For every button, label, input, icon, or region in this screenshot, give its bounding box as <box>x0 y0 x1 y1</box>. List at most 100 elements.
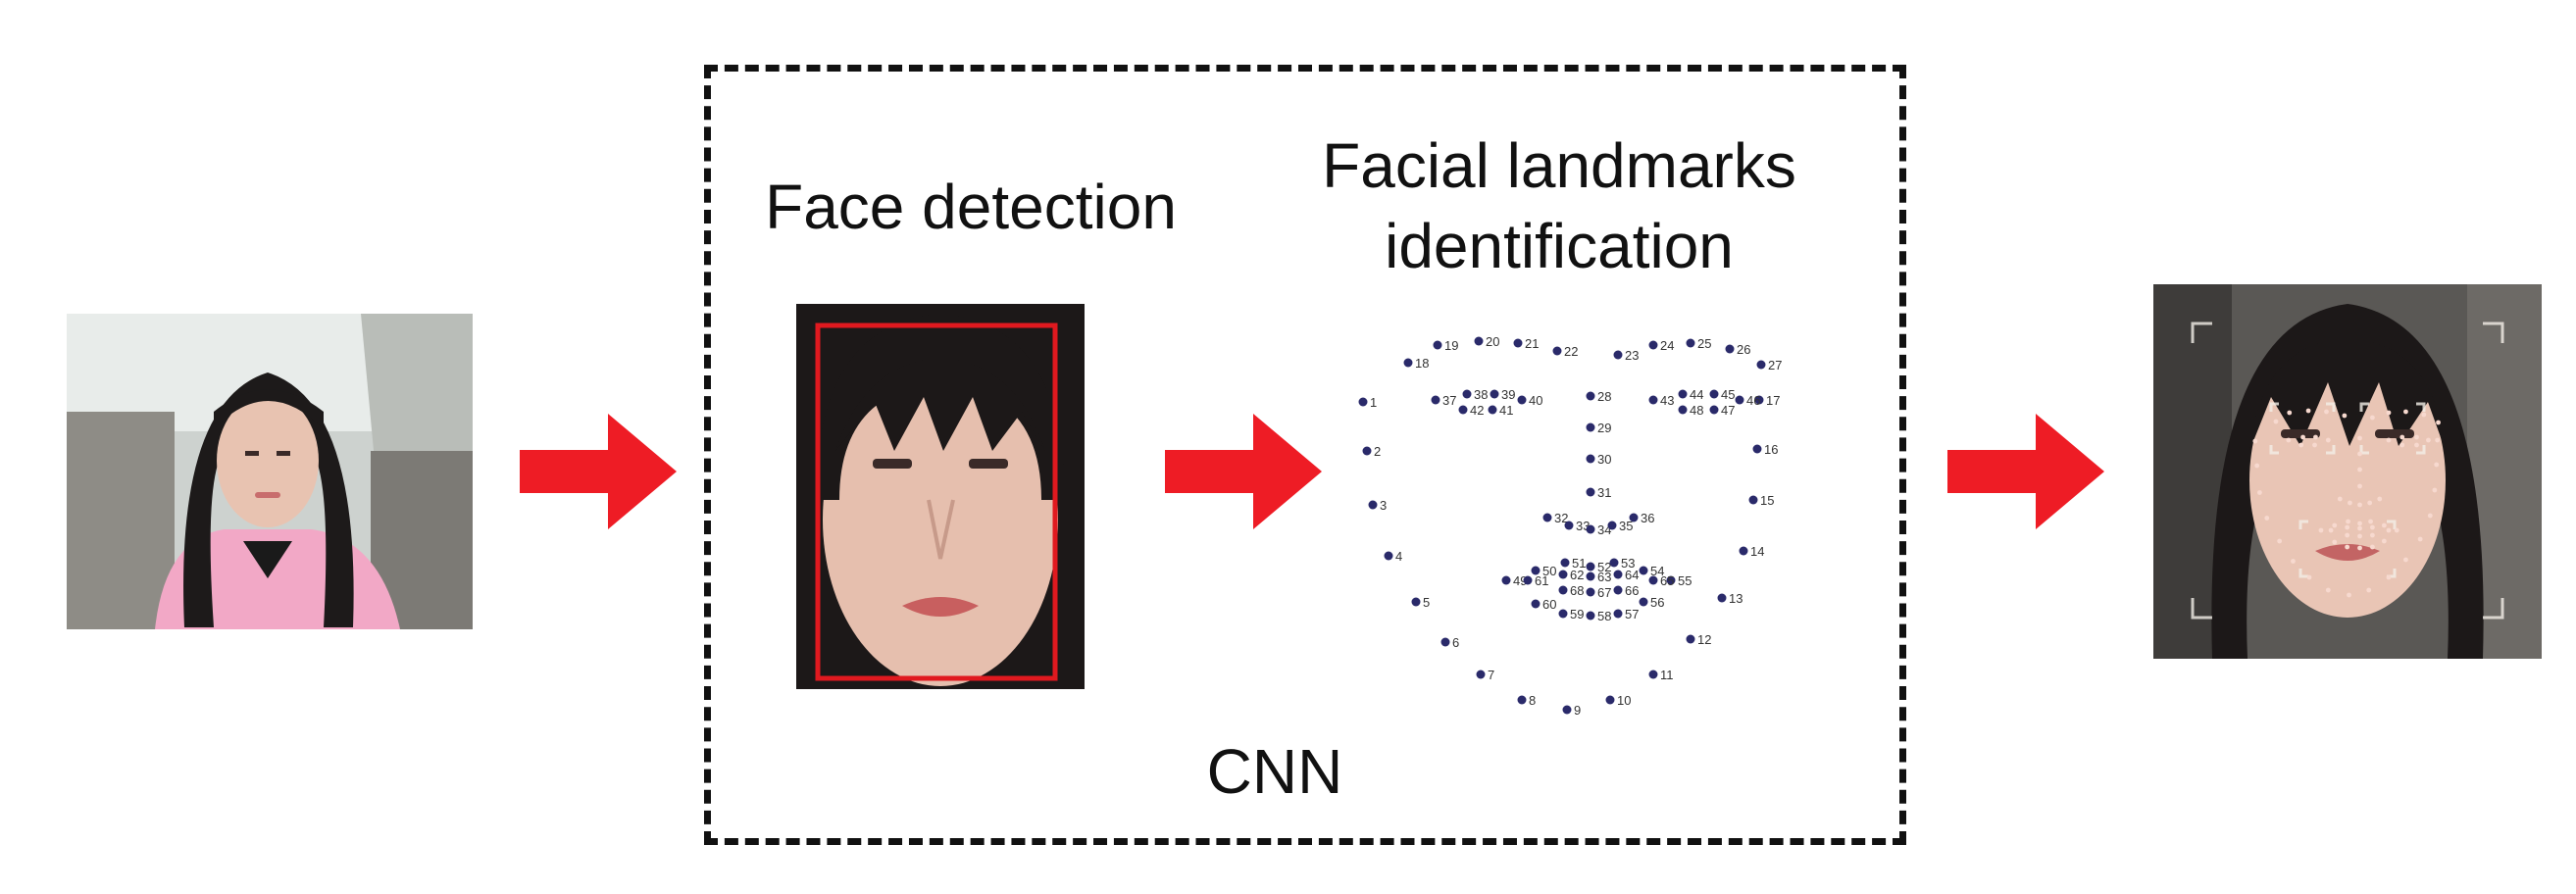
output-landmark-dot <box>2386 574 2392 580</box>
output-landmark-dot <box>2399 434 2405 440</box>
output-landmark-dot <box>2357 483 2362 489</box>
landmark-number-68: 68 <box>1570 583 1584 598</box>
landmark-dot-56 <box>1639 597 1648 607</box>
output-landmark-dot <box>2357 467 2362 472</box>
output-landmark-dot <box>2286 437 2292 443</box>
landmark-number-19: 19 <box>1444 338 1458 353</box>
landmark-number-48: 48 <box>1690 403 1703 418</box>
output-landmark-dot <box>2348 500 2352 506</box>
landmark-number-39: 39 <box>1501 387 1515 402</box>
output-landmark-dot <box>2421 412 2427 418</box>
output-landmark-dot <box>2318 527 2324 533</box>
cnn-label: CNN <box>1206 736 1343 807</box>
landmark-dot-53 <box>1609 558 1619 568</box>
landmark-dot-31 <box>1586 487 1595 497</box>
landmark-number-45: 45 <box>1721 387 1735 402</box>
output-landmark-dot <box>2357 435 2362 441</box>
landmark-number-63: 63 <box>1597 570 1611 584</box>
landmark-dot-58 <box>1586 611 1595 621</box>
landmark-dot-49 <box>1501 575 1511 585</box>
output-landmark-dot <box>2399 442 2405 448</box>
landmark-number-3: 3 <box>1380 498 1387 513</box>
output-landmark-dot <box>2436 420 2441 425</box>
landmark-dot-64 <box>1613 570 1623 579</box>
landmark-dot-33 <box>1564 521 1574 530</box>
output-landmark-dot <box>2381 522 2387 528</box>
landmark-number-13: 13 <box>1729 591 1743 606</box>
landmark-number-7: 7 <box>1488 668 1494 682</box>
landmark-dot-3 <box>1368 500 1378 510</box>
landmark-dot-35 <box>1607 521 1617 530</box>
output-landmark-dot <box>2370 532 2375 538</box>
output-landmark-dot <box>2394 527 2399 533</box>
landmark-dot-30 <box>1586 454 1595 464</box>
landmark-number-9: 9 <box>1574 703 1581 718</box>
facial-landmarks-label-line1: Facial landmarks <box>1322 130 1796 201</box>
landmark-number-30: 30 <box>1597 452 1611 467</box>
landmark-number-61: 61 <box>1535 573 1548 588</box>
landmark-dot-6 <box>1440 637 1450 647</box>
output-landmark-dot <box>2273 419 2279 424</box>
landmark-number-41: 41 <box>1499 403 1513 418</box>
landmark-dot-43 <box>1648 395 1658 405</box>
landmark-number-10: 10 <box>1617 693 1631 708</box>
output-landmark-dot <box>2432 487 2438 493</box>
output-landmark-dot <box>2324 409 2329 415</box>
output-landmark-dot <box>2426 437 2431 443</box>
landmark-dot-68 <box>1558 585 1568 595</box>
landmark-number-12: 12 <box>1697 632 1711 647</box>
landmark-number-57: 57 <box>1625 607 1639 621</box>
landmark-number-31: 31 <box>1597 485 1611 500</box>
landmark-number-47: 47 <box>1721 403 1735 418</box>
output-landmark-dot <box>2347 592 2351 598</box>
landmark-dot-50 <box>1531 566 1541 575</box>
landmark-number-5: 5 <box>1423 595 1430 610</box>
landmark-dot-4 <box>1384 551 1393 561</box>
landmark-number-64: 64 <box>1625 568 1639 582</box>
output-landmark-dot <box>2305 408 2311 414</box>
output-landmark-dot <box>2366 587 2372 593</box>
landmark-dot-51 <box>1560 558 1570 568</box>
landmark-dot-26 <box>1725 344 1735 354</box>
output-landmark-dot <box>2357 451 2362 457</box>
landmark-number-36: 36 <box>1641 511 1654 525</box>
landmark-dot-22 <box>1552 346 1562 356</box>
output-landmark-dot <box>2252 438 2258 444</box>
landmark-dot-59 <box>1558 609 1568 619</box>
landmark-number-6: 6 <box>1452 635 1459 650</box>
arrow-landmarks-to-output <box>1947 414 2104 529</box>
output-landmark-dot <box>2435 437 2441 443</box>
output-landmark-dot <box>2417 536 2423 542</box>
output-landmark-dot <box>2345 544 2350 550</box>
output-landmark-dot <box>2342 413 2348 419</box>
landmark-dot-52 <box>1586 562 1595 571</box>
landmark-number-11: 11 <box>1660 668 1674 682</box>
output-landmark-dot <box>2298 442 2304 448</box>
landmark-dot-5 <box>1411 597 1421 607</box>
output-landmark-dot <box>2345 524 2350 530</box>
landmark-number-35: 35 <box>1619 519 1633 533</box>
output-landmark-dot <box>2381 538 2387 544</box>
output-landmark-dot <box>2370 524 2375 530</box>
arrow-face-to-landmarks <box>1165 414 1322 529</box>
landmark-dot-7 <box>1476 670 1486 679</box>
landmark-number-20: 20 <box>1486 334 1499 349</box>
landmark-number-40: 40 <box>1529 393 1542 408</box>
landmark-dot-29 <box>1586 422 1595 432</box>
landmark-number-32: 32 <box>1554 511 1568 525</box>
output-landmark-dot <box>2367 500 2373 506</box>
output-landmark-dot <box>2368 519 2373 524</box>
output-landmark-dot <box>2357 502 2362 508</box>
output-landmark-dot <box>2337 496 2343 502</box>
landmark-dot-41 <box>1488 405 1497 415</box>
detected-face-crop <box>796 304 1085 689</box>
output-landmark-dot <box>2403 409 2408 415</box>
landmark-number-17: 17 <box>1766 393 1780 408</box>
landmark-dot-47 <box>1709 405 1719 415</box>
landmark-dot-15 <box>1748 495 1758 505</box>
output-landmark-dot <box>2370 415 2375 421</box>
landmark-dot-34 <box>1586 524 1595 534</box>
landmark-dot-14 <box>1739 546 1748 556</box>
landmark-number-50: 50 <box>1542 564 1556 578</box>
